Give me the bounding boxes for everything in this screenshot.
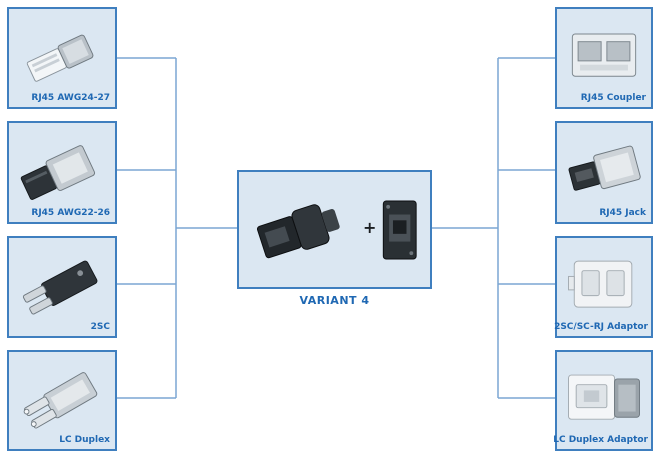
card-label: LC Duplex: [59, 435, 110, 445]
lc-duplex-adaptor-icon: [568, 374, 640, 420]
card-label: LC Duplex Adaptor: [553, 435, 648, 445]
card-label: RJ45 Coupler: [580, 93, 646, 103]
card-rj45-awg22-26: RJ45 AWG22-26: [7, 121, 117, 224]
2sc-connector-icon: [22, 260, 98, 315]
card-label: RJ45 Jack: [599, 208, 646, 218]
card-label: 2SC: [90, 322, 110, 332]
rj45-jack-icon: [568, 145, 641, 191]
card-label: RJ45 AWG22-26: [31, 208, 110, 218]
lc-duplex-connector-icon: [23, 372, 98, 429]
rj45-coupler-icon: [571, 33, 637, 77]
card-2sc: 2SC: [7, 236, 117, 338]
card-rj45-jack: RJ45 Jack: [555, 121, 653, 224]
card-rj45-awg24-27: RJ45 AWG24-27: [7, 7, 117, 109]
2sc-adaptor-icon: [568, 260, 633, 308]
center-panel: +: [237, 170, 432, 289]
plus-sign: +: [363, 218, 377, 237]
variant-4-connector-icon: [256, 200, 417, 260]
variant-label: VARIANT 4: [299, 294, 370, 307]
card-2sc-sc-rj-adaptor: 2SC/SC-RJ Adaptor: [554, 236, 653, 338]
card-lc-duplex-adaptor: LC Duplex Adaptor: [553, 350, 653, 451]
card-label: RJ45 AWG24-27: [31, 93, 110, 103]
card-rj45-coupler: RJ45 Coupler: [555, 7, 653, 109]
rj45-plug-icon: [26, 34, 94, 82]
rj45-plug-large-icon: [20, 145, 96, 200]
card-label: 2SC/SC-RJ Adaptor: [554, 322, 648, 332]
card-lc-duplex: LC Duplex: [7, 350, 117, 451]
